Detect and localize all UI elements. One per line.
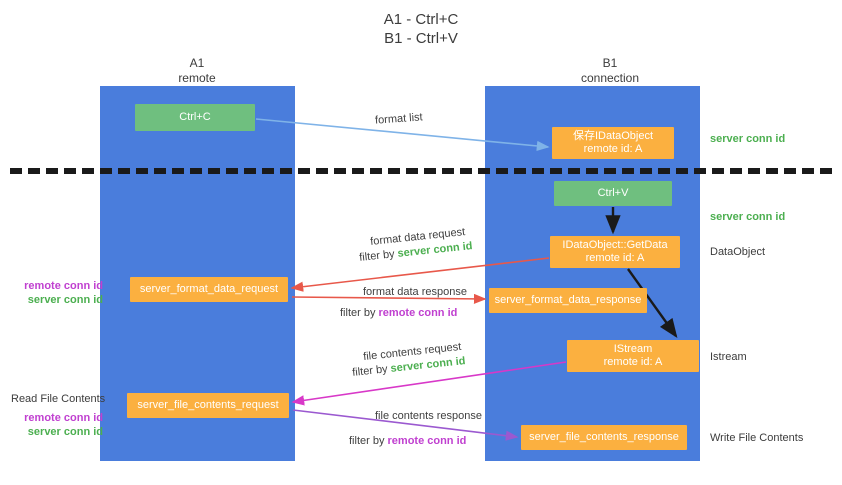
page-title: A1 - Ctrl+C B1 - Ctrl+V [0,10,842,48]
title-line-1: A1 - Ctrl+C [383,11,459,28]
node-save-idataobject-sub: remote id: A [583,143,643,155]
node-ctrl-c-label: Ctrl+C [179,111,211,123]
lane-a1-sub: remote [178,71,216,85]
node-format-data-request-label: server_format_data_request [139,283,279,295]
arrow-format-data-response [291,293,487,305]
node-istream-sub: remote id: A [603,356,663,368]
node-server-format-data-request[interactable]: server_format_data_request [130,277,288,302]
arrow-format-data-request [290,257,550,292]
annotation-left-server-conn-id-1: server conn id [27,294,103,306]
lane-b1-sub: connection [580,71,640,85]
lane-header-a1: A1 remote [137,56,257,86]
node-getdata-sub: remote id: A [585,252,645,264]
node-istream-label: IStream [613,343,653,355]
annotation-left-read-file-contents: Read File Contents [11,393,106,405]
title-line-2: B1 - Ctrl+V [384,30,458,47]
node-server-file-contents-request[interactable]: server_file_contents_request [127,393,289,418]
annotation-left-server-conn-id-2: server conn id [27,426,103,438]
lane-header-b1: B1 connection [550,56,670,86]
annotation-left-remote-conn-id-1: remote conn id [24,280,103,292]
node-format-data-response-label: server_format_data_response [494,294,642,306]
node-idataobject-getdata[interactable]: IDataObject::GetData remote id: A [550,236,680,268]
arrow-file-contents-request [291,361,567,406]
edge-label-format-data-response: format data response [363,286,467,298]
node-save-idataobject[interactable]: 保存IDataObject remote id: A [552,127,674,159]
node-getdata-label: IDataObject::GetData [562,239,668,251]
filter-prefix: filter by [349,435,388,447]
annotation-left-remote-conn-id-2: remote conn id [24,412,103,424]
annotation-right-server-conn-id-2: server conn id [710,211,786,223]
annotation-right-dataobject: DataObject [710,246,766,258]
node-ctrl-v[interactable]: Ctrl+V [554,181,672,206]
node-istream[interactable]: IStream remote id: A [567,340,699,372]
arrow-format-list [255,118,550,152]
node-ctrl-v-label: Ctrl+V [597,187,629,199]
filter-key-remote-conn-id: remote conn id [387,435,467,447]
annotation-right-istream: Istream [710,351,747,363]
edge-label-file-contents-response-filter: filter by remote conn id [349,434,466,448]
phase-divider [10,168,832,174]
arrow-getdata-to-istream [627,268,678,338]
annotation-right-server-conn-id-1: server conn id [710,133,786,145]
arrow-file-contents-response [292,409,519,441]
annotation-right-write-file-contents: Write File Contents [710,432,804,444]
lane-a1-name: A1 [189,56,205,70]
edge-label-format-data-response-filter: filter by remote conn id [340,306,457,320]
node-server-format-data-response[interactable]: server_format_data_response [489,288,647,313]
node-save-idataobject-label: 保存IDataObject [572,130,654,142]
node-ctrl-c[interactable]: Ctrl+C [135,104,255,131]
node-file-contents-request-label: server_file_contents_request [137,399,279,411]
node-file-contents-response-label: server_file_contents_response [529,431,679,443]
node-server-file-contents-response[interactable]: server_file_contents_response [521,425,687,450]
lane-b1-name: B1 [602,56,618,70]
edge-label-file-contents-response: file contents response [375,410,483,422]
filter-key-remote-conn-id: remote conn id [378,307,458,319]
filter-prefix: filter by [340,307,379,319]
